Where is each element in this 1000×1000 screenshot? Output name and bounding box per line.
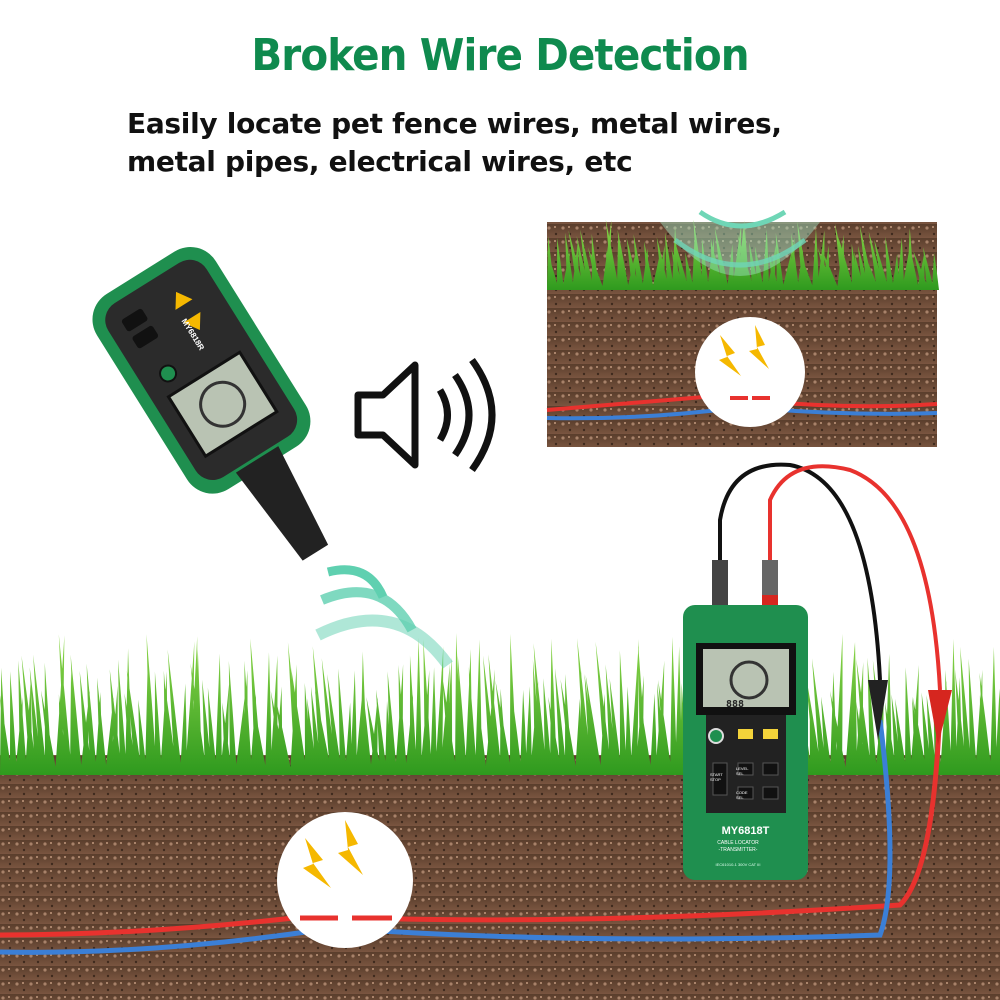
ground-scene [0, 632, 1000, 1000]
transmitter-label-1: CABLE LOCATOR [717, 840, 759, 846]
receiver-device [92, 247, 329, 561]
signal-wave-icon [315, 565, 453, 669]
broken-wire-spark-icon [277, 812, 413, 948]
broken-wire-spark-icon [695, 317, 805, 427]
inset-scene [546, 209, 939, 447]
subtitle-line-2: metal pipes, electrical wires, etc [127, 145, 633, 178]
transmitter-device [683, 560, 808, 880]
level-sel-button: LEVEL SEL [736, 766, 749, 776]
transmitter-rating: IEC61010-1 300V CAT III [715, 862, 761, 867]
power-icon [159, 364, 178, 383]
grass [546, 219, 939, 290]
subtitle-line-1: Easily locate pet fence wires, metal wir… [127, 107, 782, 140]
code-sel-button: CODE SEL [736, 790, 748, 800]
speaker-sound-icon [354, 357, 496, 473]
start-stop-button: START STOP [710, 772, 723, 782]
buried-wires [0, 462, 952, 955]
grass [0, 632, 1000, 775]
transmitter-label-2: -TRANSMITTER- [718, 847, 758, 853]
display-digits: 888 [726, 699, 745, 710]
power-icon [708, 728, 724, 744]
page-title: Broken Wire Detection [251, 30, 749, 81]
transmitter-model: MY6818T [721, 825, 770, 837]
